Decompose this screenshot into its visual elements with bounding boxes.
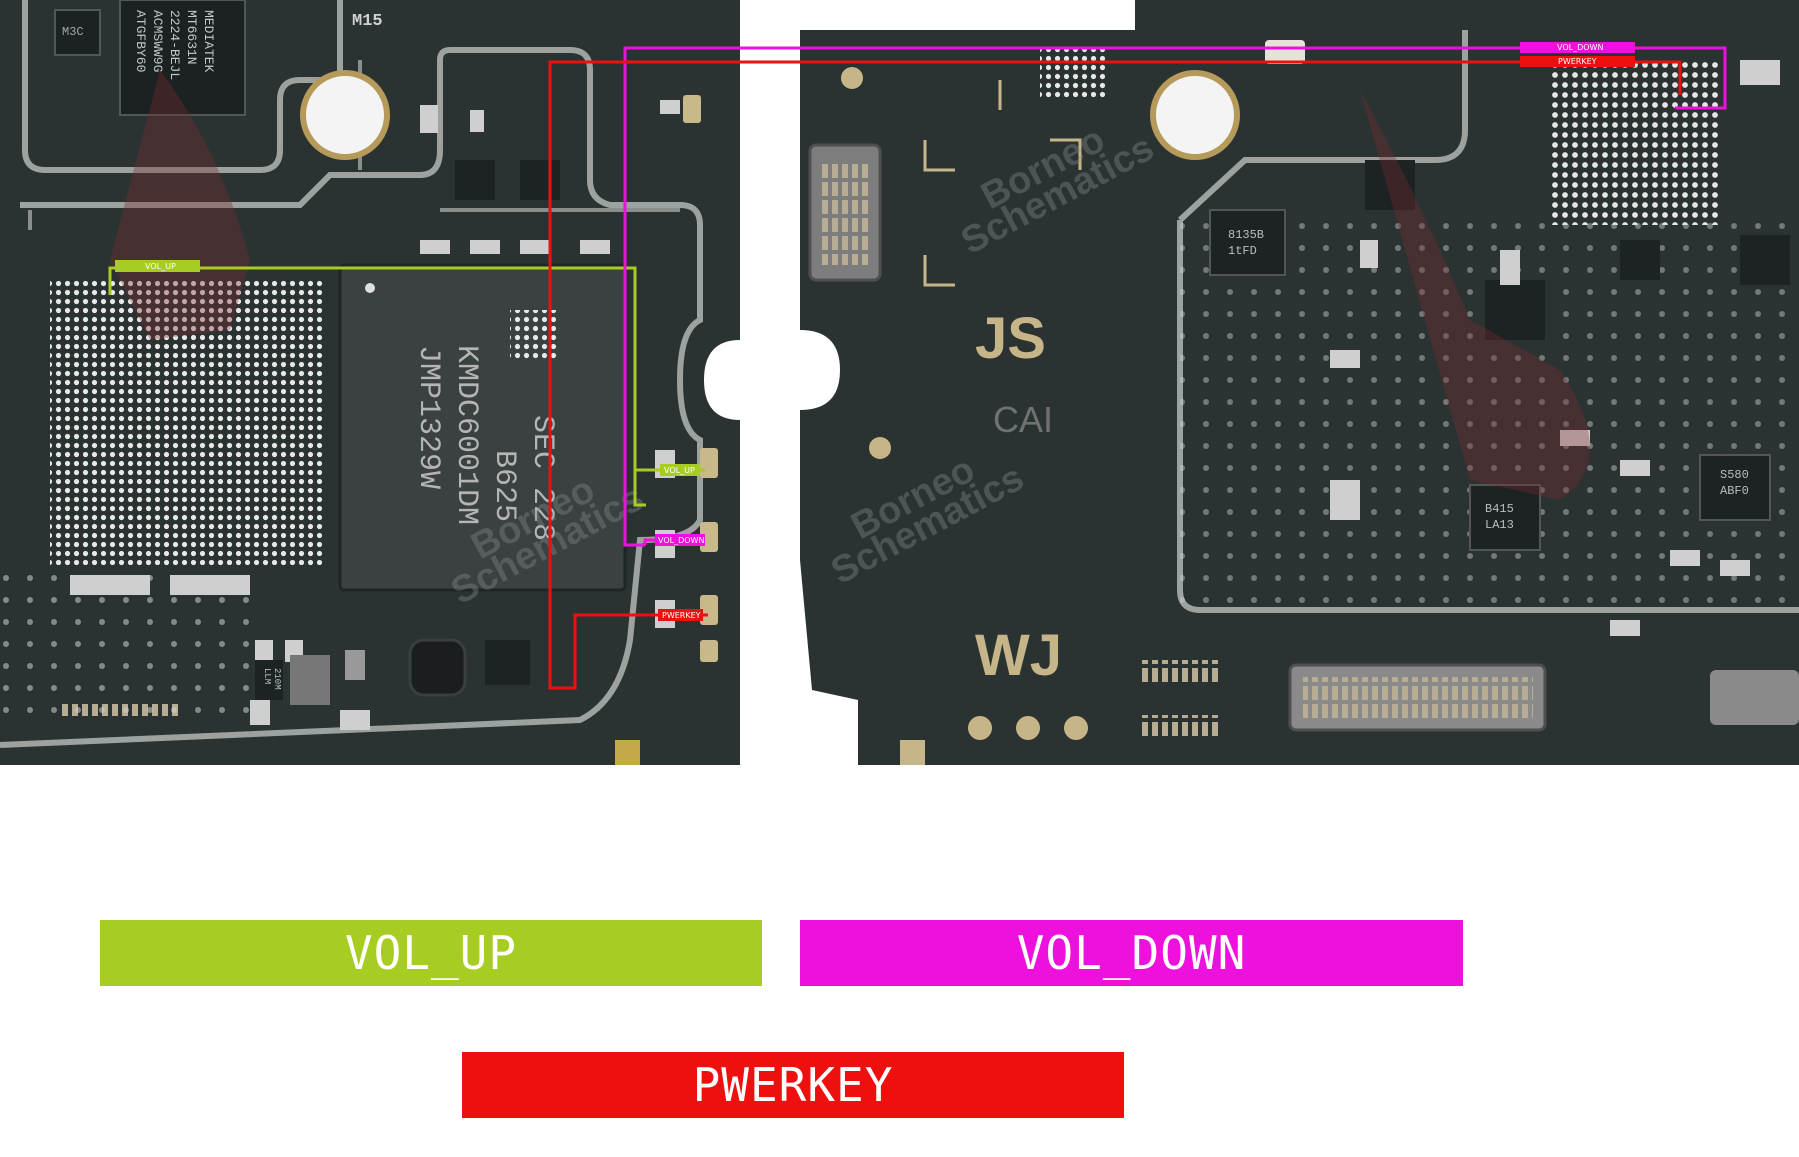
- tag-vol-up-side-text: VOL_UP: [664, 466, 695, 475]
- right-board-top-strip: [1135, 0, 1799, 35]
- right-connector-small-2: [1140, 715, 1220, 740]
- m3c-ic: [54, 9, 101, 56]
- right-white-component: [1265, 40, 1305, 64]
- ic-b415-text-1: B415: [1485, 502, 1514, 516]
- tag-vol-down-top-text: VOL_DOWN: [1557, 43, 1603, 52]
- tag-vol-up-top: VOL_UP: [115, 260, 200, 272]
- ic-8135b-text-2: 1tFD: [1228, 244, 1257, 258]
- tag-pwerkey-side: PWERKEY: [658, 609, 703, 621]
- right-silk-wj: WJ: [975, 623, 1062, 688]
- right-passives: [1330, 60, 1780, 636]
- ic-s580-text-2: ABF0: [1720, 484, 1749, 498]
- tag-vol-down-top: VOL_DOWN: [1520, 42, 1635, 53]
- right-ic-dark-1: [1365, 160, 1415, 210]
- m3c-label: M3C: [62, 25, 84, 39]
- ic-8135b-text-1: 8135B: [1228, 228, 1264, 242]
- mediatek-text-4: ACMSWW9G: [150, 10, 165, 72]
- legend-vol-down: VOL_DOWN: [800, 920, 1463, 986]
- trace-pwerkey: [548, 60, 1682, 690]
- llm-text-2: 210M: [272, 668, 282, 690]
- emmc-text-1: SEC 228: [525, 415, 559, 541]
- right-bga: [1548, 60, 1718, 225]
- tag-vol-up-side: VOL_UP: [660, 464, 700, 476]
- right-corner-connector: [1710, 670, 1799, 725]
- tag-pwerkey-top: PWERKEY: [1520, 56, 1635, 67]
- m15-label: M15: [352, 12, 383, 31]
- right-ic-dark-3: [1740, 235, 1790, 285]
- mediatek-ic: MEDIATEK MT6631N 2224-BEJL ACMSWW9G ATGF…: [119, 0, 246, 116]
- watermark-shape-right: [1360, 90, 1590, 500]
- emmc-text-3: KMDC6001DM: [449, 345, 483, 525]
- left-gold-pad: [615, 740, 640, 765]
- right-shield-frame-top: [1177, 30, 1468, 223]
- right-datamatrix: [1040, 45, 1105, 100]
- emmc-chip: SEC 228 B625 KMDC6001DM JMP1329W: [338, 263, 627, 592]
- ic-s580-text-1: S580: [1720, 468, 1749, 482]
- left-shield-frame-top: [22, 0, 343, 173]
- right-board: JS CAI WJ 8135B 1tFD B415 LA13 S580 ABF0: [800, 0, 1799, 765]
- legend-vol-up: VOL_UP: [100, 920, 762, 986]
- left-inductor: [408, 638, 467, 697]
- right-silk-js: JS: [975, 306, 1046, 371]
- mediatek-text-1: MEDIATEK: [201, 10, 216, 73]
- right-connector-small: [1140, 660, 1220, 685]
- right-pads: [841, 67, 1088, 765]
- watermark-shape-left: [110, 70, 250, 340]
- tag-vol-down-side-text: VOL_DOWN: [658, 536, 704, 545]
- llm-text-1: LLM: [262, 668, 272, 684]
- ic-b415: B415 LA13: [1469, 484, 1541, 551]
- tag-vol-down-side: VOL_DOWN: [655, 534, 705, 546]
- cpu-bga: [50, 280, 325, 565]
- right-mount-hole: [1150, 70, 1240, 160]
- emmc-text-4: JMP1329W: [411, 345, 445, 489]
- ic-s580: S580 ABF0: [1699, 454, 1771, 521]
- mediatek-text-2: MT6631N: [184, 10, 199, 65]
- ic-b415-text-2: LA13: [1485, 518, 1514, 532]
- right-silk-corners: [923, 80, 1082, 287]
- tag-pwerkey-top-text: PWERKEY: [1558, 57, 1597, 66]
- right-bottom-connector-pins: [1303, 677, 1533, 719]
- left-board: MEDIATEK MT6631N 2224-BEJL ACMSWW9G ATGF…: [0, 0, 740, 765]
- left-small-ic: [485, 640, 530, 685]
- mediatek-text-5: ATGFBY60: [133, 10, 148, 72]
- right-silk-cai: CAI: [993, 399, 1053, 440]
- emmc-text-2: B625: [487, 450, 521, 522]
- mediatek-text-3: 2224-BEJL: [167, 10, 182, 80]
- left-mount-hole: [300, 70, 390, 160]
- right-ic-dark-2: [1485, 280, 1545, 340]
- legend-pwerkey: PWERKEY: [462, 1052, 1124, 1118]
- right-side-connector-pins: [822, 160, 868, 265]
- left-vias: [0, 560, 260, 720]
- tag-pwerkey-side-text: PWERKEY: [662, 611, 701, 620]
- ic-8135b: 8135B 1tFD: [1209, 209, 1286, 276]
- tag-vol-up-top-text: VOL_UP: [145, 262, 176, 271]
